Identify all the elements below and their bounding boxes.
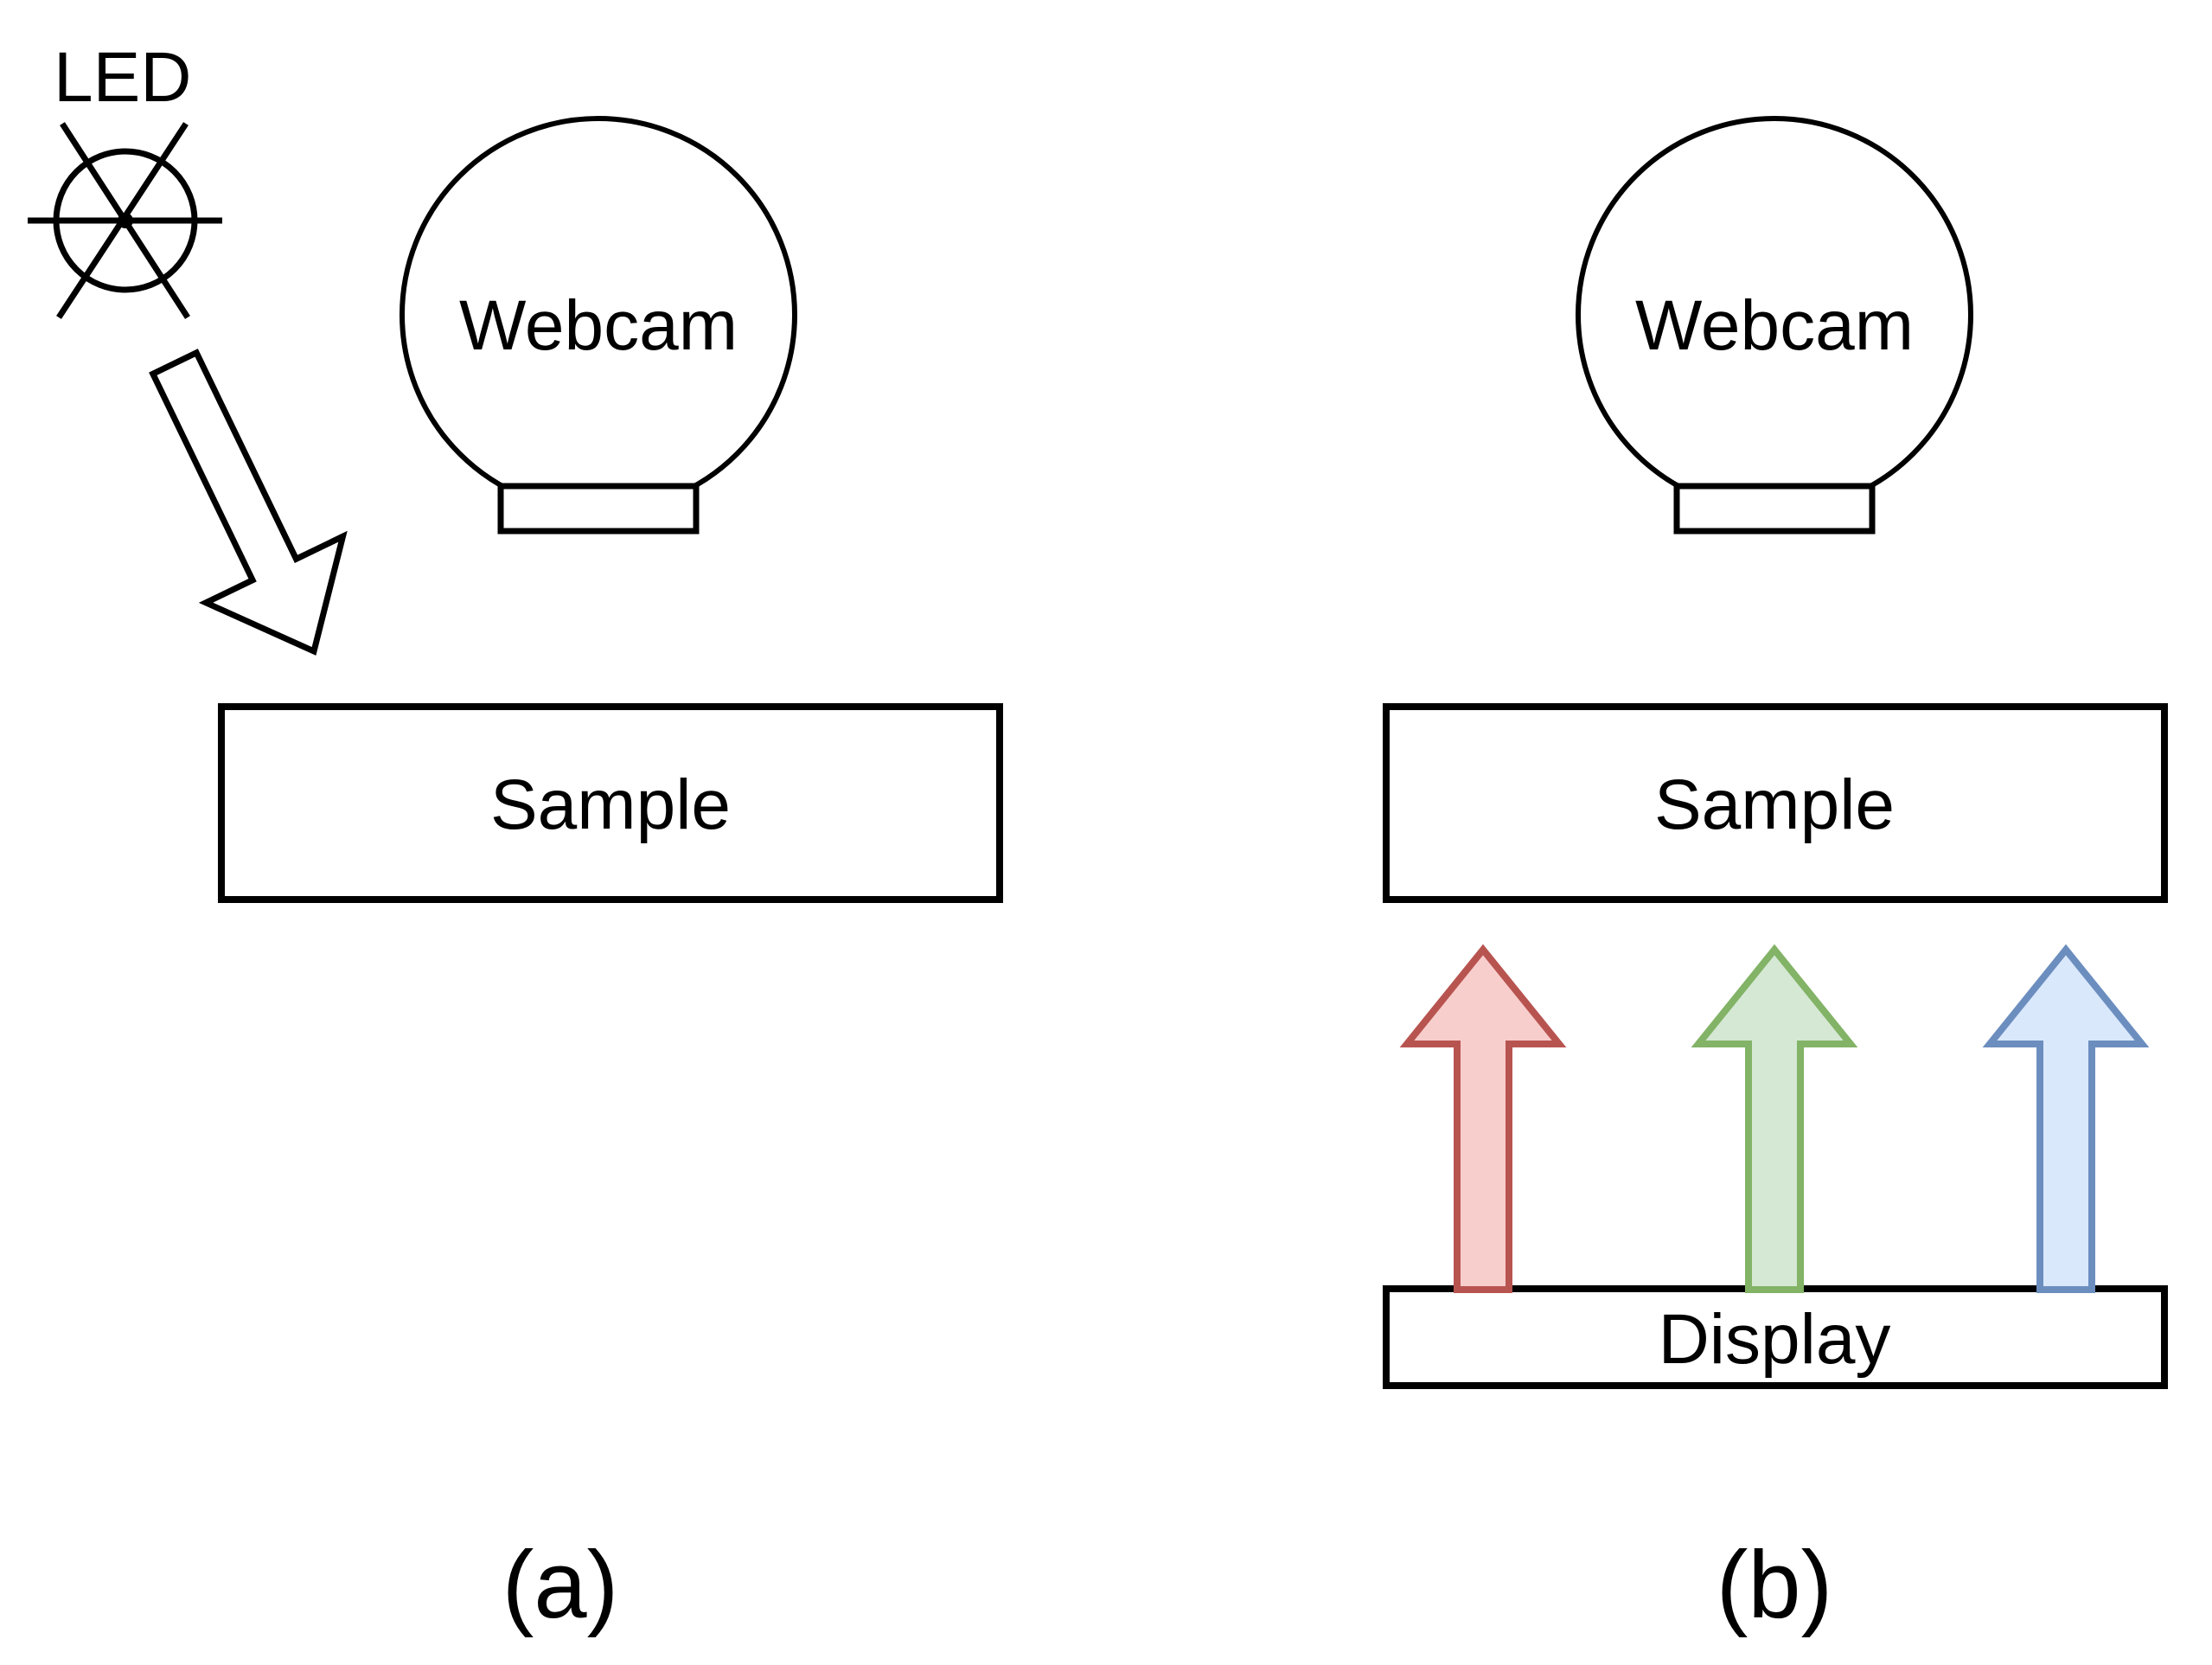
webcam-a-base xyxy=(497,483,700,535)
webcam-b-label: Webcam xyxy=(1635,286,1914,365)
led-illumination-arrow-icon xyxy=(149,349,348,656)
sample-a-box xyxy=(218,703,1003,903)
panel-a: LED Webcam Sample (a) xyxy=(28,38,1003,1638)
led-center-dot-icon xyxy=(118,213,133,228)
sample-a: Sample xyxy=(218,703,1003,903)
led-label: LED xyxy=(54,38,192,117)
led-symbol xyxy=(28,122,222,319)
blue-light-arrow-icon xyxy=(1982,944,2150,1293)
webcam-b-base xyxy=(1673,483,1876,535)
webcam-b: Webcam xyxy=(1576,116,1973,535)
sample-b: Sample xyxy=(1383,703,2168,903)
sample-a-label: Sample xyxy=(490,765,731,844)
webcam-a-label: Webcam xyxy=(459,286,738,365)
display: Display xyxy=(1383,1285,2168,1389)
panel-b-label: (b) xyxy=(1717,1532,1832,1638)
panel-a-label: (a) xyxy=(502,1532,618,1638)
sample-b-label: Sample xyxy=(1654,765,1895,844)
green-light-arrow-icon xyxy=(1691,944,1858,1293)
display-label: Display xyxy=(1659,1300,1891,1379)
red-light-arrow-icon xyxy=(1399,944,1567,1293)
sample-b-box xyxy=(1383,703,2168,903)
panel-b: Webcam Sample Display (b) xyxy=(1383,116,2168,1638)
webcam-a: Webcam xyxy=(400,116,797,535)
